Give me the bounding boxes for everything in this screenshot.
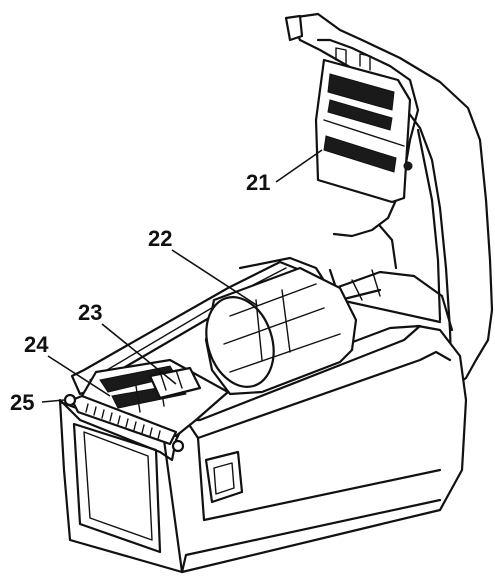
- paper-roll: [204, 266, 358, 396]
- side-top-ridge: [184, 350, 452, 440]
- power-button-housing: [204, 450, 244, 504]
- callout-22-label: 22: [148, 226, 172, 251]
- callout-25-label: 25: [10, 390, 34, 415]
- lid-arm-hook: [378, 224, 398, 270]
- front-panel: [72, 422, 162, 554]
- callout-23: 23: [78, 300, 177, 385]
- callout-24: 24: [24, 332, 111, 397]
- rear-frame-right: [328, 270, 454, 332]
- tear-bar-teeth: [85, 403, 161, 440]
- front-panel-inset: [83, 431, 153, 541]
- roll-end-face: [205, 296, 275, 388]
- roll-paper-layers: [223, 283, 341, 373]
- rear-shelf: [338, 298, 442, 324]
- callout-24-label: 24: [24, 332, 49, 357]
- callout-23-leader: [101, 323, 177, 385]
- sensor-block-lines: [159, 369, 183, 391]
- callout-22: 22: [148, 226, 259, 307]
- callout-24-leader: [47, 355, 111, 397]
- print-head-line: [323, 119, 405, 147]
- print-head-bar-low: [323, 135, 397, 173]
- printer-lid: [284, 12, 494, 390]
- tear-bar: [70, 394, 178, 446]
- callout-22-leader: [171, 249, 259, 307]
- print-head-bar-mid: [327, 99, 393, 131]
- rear-latch-lines: [351, 269, 381, 301]
- side-lower-edge: [180, 498, 442, 574]
- callout-21-leader: [275, 149, 323, 183]
- callout-25: 25: [10, 390, 65, 415]
- side-panel-inner: [196, 436, 442, 522]
- callout-23-label: 23: [78, 300, 102, 325]
- lid-latch: [284, 14, 304, 42]
- lid-clip-left: [335, 47, 347, 65]
- callout-21-label: 21: [246, 170, 270, 195]
- callout-25-leader: [41, 399, 65, 403]
- power-button: [213, 462, 235, 495]
- roll-label-gaps: [255, 289, 291, 361]
- left-latch-knob: [63, 393, 77, 407]
- lid-inner-edge: [316, 38, 420, 238]
- right-latch-knob: [171, 439, 185, 453]
- lid-arm-inner: [416, 128, 442, 322]
- callout-21: 21: [246, 149, 323, 195]
- print-head-bar-top: [327, 73, 395, 111]
- lid-clip-right: [359, 53, 371, 71]
- lid-hinge-pin: [403, 161, 413, 171]
